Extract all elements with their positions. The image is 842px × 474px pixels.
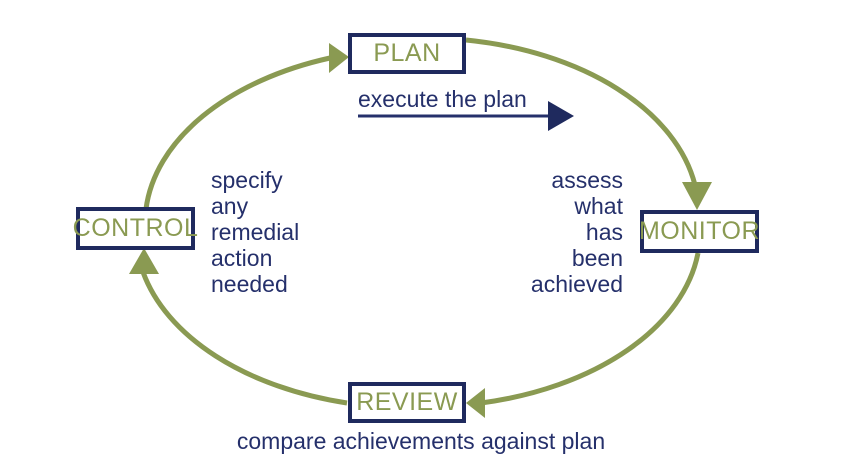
annotation-control-description: specify any remedial action needed <box>211 167 300 297</box>
arrowhead-to-review-icon <box>466 388 485 418</box>
stage-box-plan[interactable]: PLAN <box>348 33 466 74</box>
arc-monitor-to-review <box>480 252 701 406</box>
arc-review-to-control <box>140 271 348 406</box>
annotation-review-description: compare achievements against plan <box>236 428 606 454</box>
execute-arrowhead-icon <box>548 101 574 131</box>
arrowhead-to-control-icon <box>129 248 159 274</box>
arc-control-to-plan <box>143 55 331 210</box>
stage-box-monitor[interactable]: MONITOR <box>638 210 761 253</box>
arrowhead-to-monitor-icon <box>682 182 712 210</box>
stage-label-review: REVIEW <box>356 388 458 416</box>
annotation-monitor-description: assess what has been achieved <box>530 167 623 297</box>
stage-label-control: CONTROL <box>72 214 199 242</box>
stage-label-monitor: MONITOR <box>638 217 761 245</box>
stage-box-control[interactable]: CONTROL <box>73 207 198 250</box>
arc-plan-to-monitor <box>465 37 698 186</box>
annotation-execute-the-plan: execute the plan <box>358 86 527 112</box>
stage-box-review[interactable]: REVIEW <box>348 382 466 423</box>
arrowhead-to-plan-icon <box>329 43 349 73</box>
stage-label-plan: PLAN <box>373 39 441 67</box>
